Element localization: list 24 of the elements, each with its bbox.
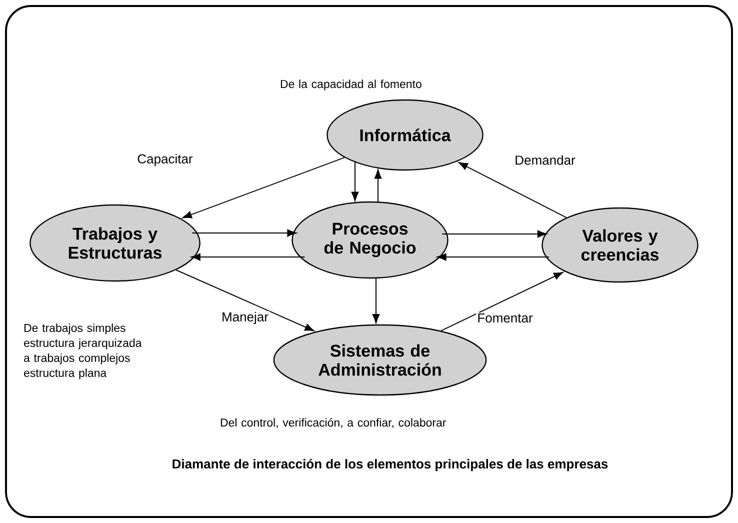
edge-label: Demandar — [514, 154, 576, 166]
note-text: De trabajos simples estructura jerarquizada a trabajos complejos estructura plana — [24, 324, 142, 380]
note-text: De la capacidad al fomento — [280, 80, 422, 90]
arrow — [374, 169, 382, 203]
ellipse-node: Informática — [326, 99, 484, 171]
ellipse-node: Trabajos y Estructuras — [30, 204, 200, 282]
arrow — [191, 253, 306, 261]
arrow — [182, 157, 345, 218]
arrow — [436, 253, 550, 261]
arrow — [440, 272, 564, 332]
note-text: Del control, verificación, a confiar, colaborar — [220, 418, 446, 428]
caption: Diamante de interacción de los elementos principales de las empresas — [172, 458, 608, 472]
edge-label: Manejar — [220, 310, 270, 326]
arrow — [351, 160, 359, 202]
arrow — [442, 230, 547, 238]
ellipse-node: Sistemas de Administración — [273, 324, 487, 396]
arrow — [176, 269, 314, 332]
arrow — [372, 277, 380, 324]
edge-label: Fomentar — [476, 312, 534, 324]
ellipse-node: Valores y creencias — [542, 207, 698, 283]
ellipse-node: Procesos de Negocio — [292, 201, 448, 279]
edge-label: Capacitar — [136, 152, 194, 168]
arrow — [192, 229, 297, 237]
arrow — [458, 162, 567, 218]
